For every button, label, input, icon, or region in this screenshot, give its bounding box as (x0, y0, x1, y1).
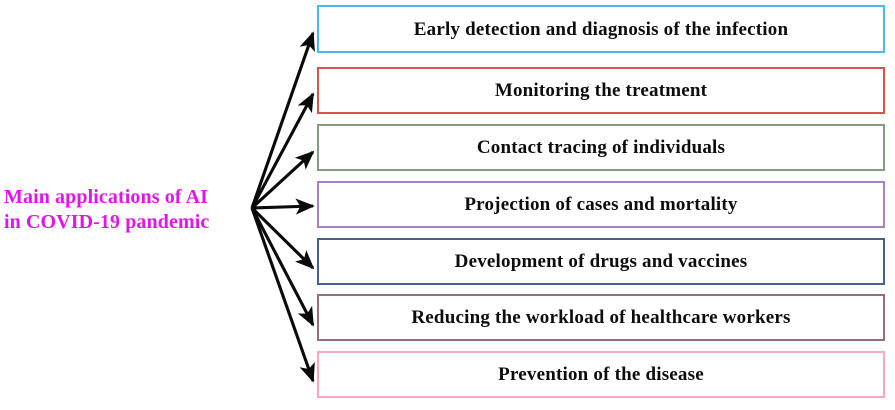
source-node-label: Main applications of AI in COVID-19 pand… (4, 186, 210, 233)
node-box-4-label: Projection of cases and mortality (464, 194, 738, 215)
arrow-to-node-5 (250, 206, 315, 270)
node-box-4[interactable]: Projection of cases and mortality (317, 181, 885, 228)
node-box-1-label: Early detection and diagnosis of the inf… (413, 18, 789, 40)
arrow-to-node-7 (250, 207, 315, 383)
node-box-5-label: Development of drugs and vaccines (454, 251, 748, 272)
arrow-to-node-2 (250, 92, 315, 209)
arrow-to-node-3 (250, 150, 315, 210)
node-box-1[interactable]: Early detection and diagnosis of the inf… (317, 5, 885, 53)
node-box-5[interactable]: Development of drugs and vaccines (317, 238, 885, 285)
arrow-to-node-6 (250, 207, 315, 327)
arrow-to-node-1 (250, 31, 315, 209)
arrow-to-node-4 (251, 198, 315, 215)
node-box-2-label: Monitoring the treatment (494, 80, 708, 101)
node-box-3[interactable]: Contact tracing of individuals (317, 124, 885, 171)
node-box-7[interactable]: Prevention of the disease (317, 351, 885, 398)
node-box-6[interactable]: Reducing the workload of healthcare work… (317, 294, 885, 341)
node-box-2[interactable]: Monitoring the treatment (317, 67, 885, 114)
node-box-6-label: Reducing the workload of healthcare work… (411, 307, 791, 328)
node-box-7-label: Prevention of the disease (498, 364, 704, 385)
node-box-3-label: Contact tracing of individuals (476, 137, 726, 158)
